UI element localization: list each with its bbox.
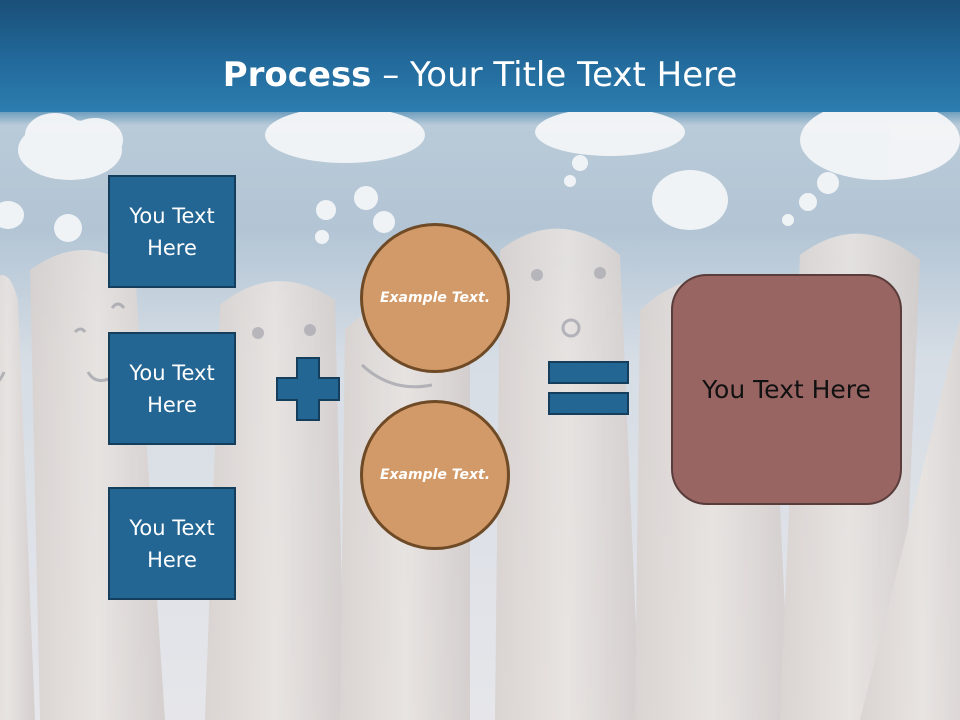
finger-eyes (252, 267, 606, 339)
input-box-3[interactable]: You Text Here (108, 487, 236, 600)
equals-icon (548, 361, 629, 415)
input-box-1[interactable]: You Text Here (108, 175, 236, 288)
circle-label: Example Text. (379, 289, 491, 306)
result-box[interactable]: You Text Here (671, 274, 902, 505)
input-box-2[interactable]: You Text Here (108, 332, 236, 445)
input-box-label: You Text Here (129, 515, 215, 572)
cloud-shapes (0, 100, 960, 244)
title-band (0, 0, 960, 112)
slide-title[interactable]: Process – Your Title Text Here (0, 50, 960, 100)
circle-label: Example Text. (379, 466, 491, 483)
result-label: You Text Here (702, 375, 871, 404)
title-rest-part: – Your Title Text Here (371, 55, 738, 95)
input-box-label: You Text Here (129, 203, 215, 260)
plus-icon (276, 357, 340, 421)
example-circle-1[interactable]: Example Text. (360, 223, 510, 373)
example-circle-2[interactable]: Example Text. (360, 400, 510, 550)
input-box-label: You Text Here (129, 360, 215, 417)
title-bold-part: Process (222, 55, 372, 95)
